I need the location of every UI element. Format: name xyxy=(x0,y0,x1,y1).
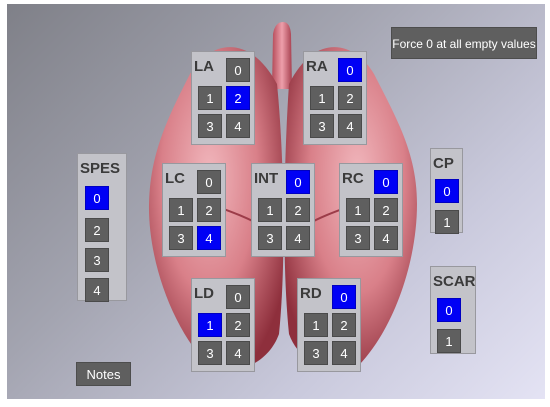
spes-panel: SPES 0 2 3 4 xyxy=(77,153,127,302)
panel-label: LC xyxy=(165,170,185,187)
panel-label: CP xyxy=(433,155,454,172)
int-option-4-button[interactable]: 4 xyxy=(286,226,310,250)
lc-option-2-button[interactable]: 2 xyxy=(197,198,221,222)
int-option-2-button[interactable]: 2 xyxy=(286,198,310,222)
ld-option-4-button[interactable]: 4 xyxy=(226,341,250,365)
ld-option-1-button[interactable]: 1 xyxy=(198,313,222,337)
cp-option-1-button[interactable]: 1 xyxy=(435,210,459,234)
trachea-shape xyxy=(272,22,292,89)
la-option-3-button[interactable]: 3 xyxy=(198,114,222,138)
spes-option-0-button[interactable]: 0 xyxy=(85,186,109,210)
la-option-2-button[interactable]: 2 xyxy=(226,86,250,110)
cp-panel: CP 0 1 xyxy=(430,148,463,234)
la-option-0-button[interactable]: 0 xyxy=(226,58,250,82)
force-zero-button[interactable]: Force 0 at all empty values xyxy=(391,27,537,59)
rc-option-2-button[interactable]: 2 xyxy=(374,198,398,222)
ra-option-4-button[interactable]: 4 xyxy=(338,114,362,138)
ra-option-0-button[interactable]: 0 xyxy=(338,58,362,82)
rc-option-3-button[interactable]: 3 xyxy=(346,226,370,250)
notes-button[interactable]: Notes xyxy=(76,362,131,386)
panel-label: RD xyxy=(300,285,322,302)
rd-option-2-button[interactable]: 2 xyxy=(332,313,356,337)
panel-label: RA xyxy=(306,58,328,75)
int-option-1-button[interactable]: 1 xyxy=(258,198,282,222)
la-option-1-button[interactable]: 1 xyxy=(198,86,222,110)
panel-label: INT xyxy=(254,170,279,187)
rd-option-1-button[interactable]: 1 xyxy=(304,313,328,337)
ld-option-0-button[interactable]: 0 xyxy=(226,285,250,309)
panel-label: LD xyxy=(194,285,214,302)
lc-option-4-button[interactable]: 4 xyxy=(197,226,221,250)
int-option-0-button[interactable]: 0 xyxy=(286,170,310,194)
ra-option-2-button[interactable]: 2 xyxy=(338,86,362,110)
panel-label: SCAR xyxy=(433,273,476,290)
scar-panel: SCAR 0 1 xyxy=(430,266,476,354)
lc-option-3-button[interactable]: 3 xyxy=(169,226,193,250)
rd-option-3-button[interactable]: 3 xyxy=(304,341,328,365)
ra-option-3-button[interactable]: 3 xyxy=(310,114,334,138)
la-option-4-button[interactable]: 4 xyxy=(226,114,250,138)
lc-option-1-button[interactable]: 1 xyxy=(169,198,193,222)
spes-option-2-button[interactable]: 2 xyxy=(85,218,109,242)
panel-label: LA xyxy=(194,58,214,75)
rd-option-0-button[interactable]: 0 xyxy=(332,285,356,309)
scar-option-1-button[interactable]: 1 xyxy=(437,329,461,353)
ld-option-2-button[interactable]: 2 xyxy=(226,313,250,337)
ld-option-3-button[interactable]: 3 xyxy=(198,341,222,365)
spes-option-3-button[interactable]: 3 xyxy=(85,248,109,272)
lc-option-0-button[interactable]: 0 xyxy=(197,170,221,194)
int-option-3-button[interactable]: 3 xyxy=(258,226,282,250)
spes-option-4-button[interactable]: 4 xyxy=(85,278,109,302)
panel-label: SPES xyxy=(80,160,121,177)
panel-label: RC xyxy=(342,170,364,187)
rc-option-1-button[interactable]: 1 xyxy=(346,198,370,222)
rc-option-4-button[interactable]: 4 xyxy=(374,226,398,250)
rc-option-0-button[interactable]: 0 xyxy=(374,170,398,194)
rd-option-4-button[interactable]: 4 xyxy=(332,341,356,365)
cp-option-0-button[interactable]: 0 xyxy=(435,179,459,203)
scar-option-0-button[interactable]: 0 xyxy=(437,298,461,322)
ra-option-1-button[interactable]: 1 xyxy=(310,86,334,110)
